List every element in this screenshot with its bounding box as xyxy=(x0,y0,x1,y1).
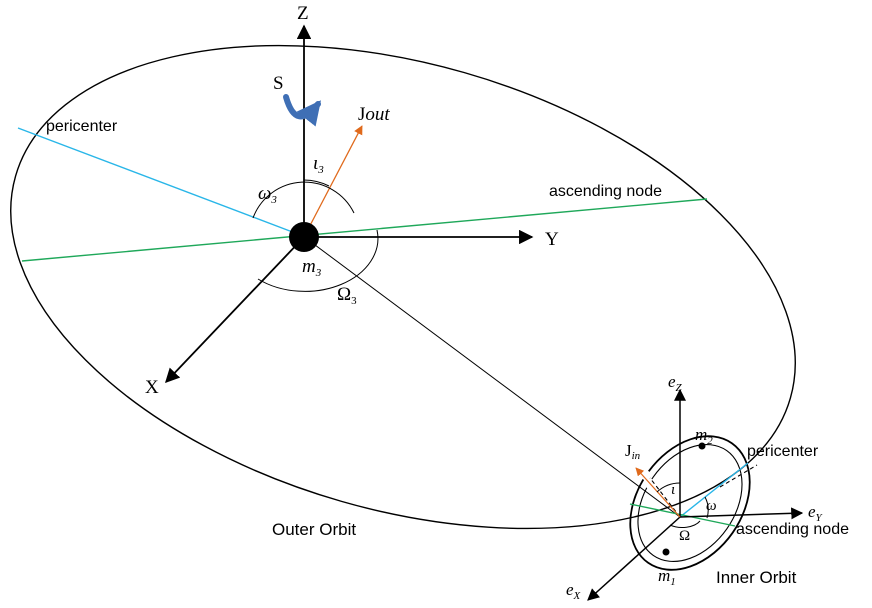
spin-label: S xyxy=(273,73,284,94)
m2-label: m2 xyxy=(695,425,713,447)
outer-orbit-label: Outer Orbit xyxy=(272,520,356,539)
outer-orbit xyxy=(10,44,796,530)
outer-pericenter-line xyxy=(17,127,304,237)
outer-reference-frame xyxy=(165,24,534,384)
iota-arc xyxy=(656,482,681,493)
m3-mass xyxy=(289,222,319,252)
Omega3-arc xyxy=(257,229,379,292)
inner-pericenter-label: pericenter xyxy=(747,443,819,460)
inner-pericenter-dash xyxy=(719,464,758,488)
omega-label: ω xyxy=(706,498,717,514)
m3-label: m3 xyxy=(302,256,322,279)
x-axis xyxy=(165,236,305,384)
z-axis-label: Z xyxy=(297,3,309,24)
j-out-arrow xyxy=(303,125,363,238)
inner-ascending-node-label: ascending node xyxy=(736,521,849,538)
Omega3-label: Ω3 xyxy=(337,284,357,307)
inner-apocenter-dash xyxy=(649,477,681,518)
omega3-label: ω3 xyxy=(258,183,277,206)
ex-label: eX xyxy=(566,580,582,602)
inner-orbit-ellipse xyxy=(629,435,751,571)
outer-ascending-node-label: ascending node xyxy=(549,183,662,200)
iota3-arc xyxy=(303,179,330,187)
m1-label: m1 xyxy=(658,566,676,588)
inner-node-line xyxy=(629,503,736,527)
Omega-arc xyxy=(669,520,701,528)
outer-to-inner-line xyxy=(302,235,681,518)
m1-mass xyxy=(662,548,670,556)
inner-orbit xyxy=(587,388,804,601)
y-axis-label: Y xyxy=(545,229,559,250)
j-out-label: Jout xyxy=(358,104,390,125)
ex-axis xyxy=(587,516,681,601)
outer-node-line xyxy=(21,198,708,262)
m2-mass xyxy=(698,442,706,450)
x-axis-label: X xyxy=(145,377,159,398)
omega3-arc xyxy=(252,181,355,219)
iota-label: ι xyxy=(671,482,675,498)
labels: Z Y X S Jout ι3 ω3 m3 Ω3 pericenter asce… xyxy=(46,3,849,602)
Omega-label: Ω xyxy=(679,528,690,544)
omega-arc xyxy=(704,496,709,519)
iota3-label: ι3 xyxy=(313,153,324,176)
spin-arrow xyxy=(283,94,321,127)
ez-label: eZ xyxy=(668,372,683,394)
outer-orbit-ellipse xyxy=(10,44,796,530)
inner-pericenter-line xyxy=(679,462,749,518)
outer-pericenter-label: pericenter xyxy=(46,118,118,135)
inner-orbit-ring-inner xyxy=(637,444,743,562)
j-in-label: Jin xyxy=(625,441,641,462)
ey-axis xyxy=(679,507,804,520)
j-in-arrow xyxy=(635,467,681,518)
ey-label: eY xyxy=(808,502,824,524)
inner-orbit-label: Inner Orbit xyxy=(716,568,797,587)
